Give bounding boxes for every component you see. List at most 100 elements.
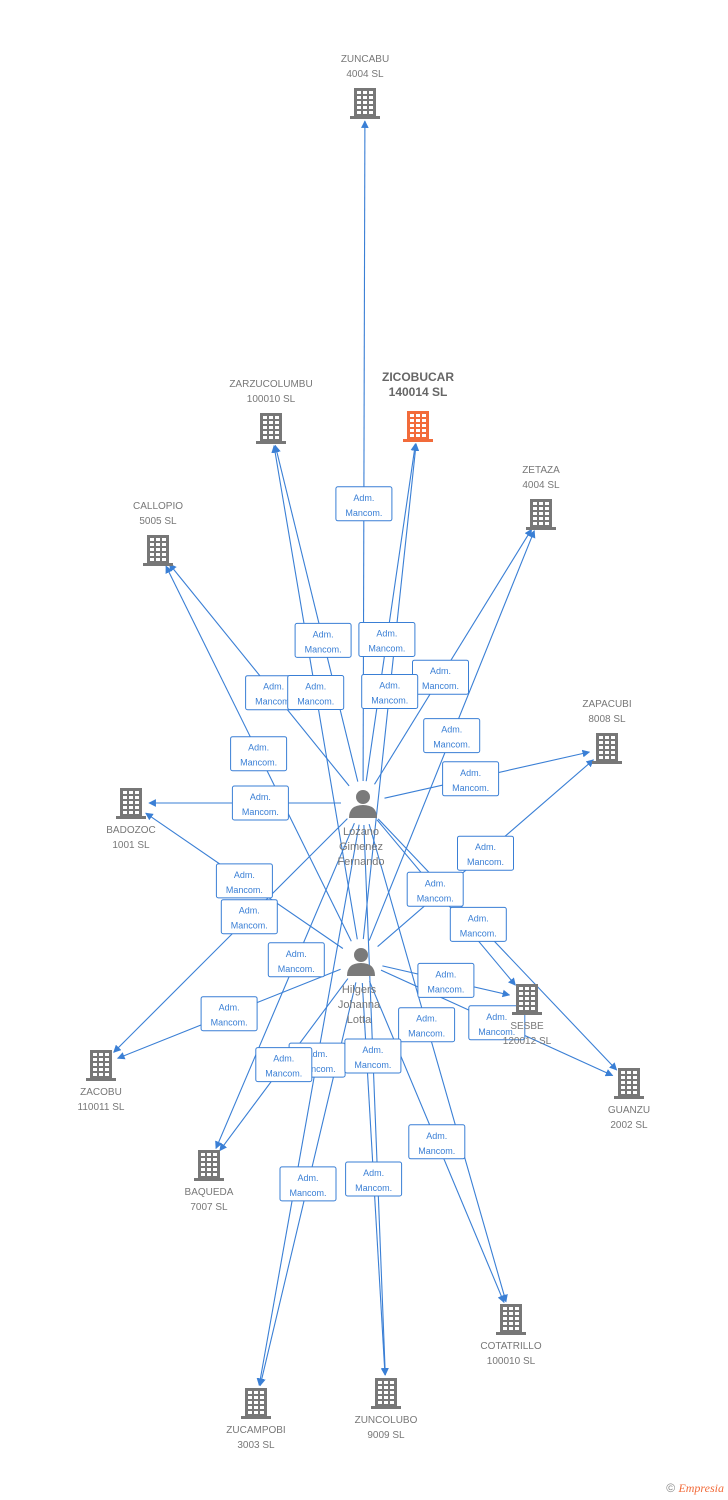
edge-label-role: Adm. <box>353 493 374 503</box>
company-suffix: 3003 SL <box>237 1440 275 1451</box>
edge-label-hilgers-callopio[interactable]: Adm.Mancom. <box>230 736 288 772</box>
company-name: ZAPACUBI <box>582 699 631 710</box>
edge-label-lozano-zetaza[interactable]: Adm.Mancom. <box>412 659 469 695</box>
edge-label-hilgers-zapacubi[interactable]: Adm.Mancom. <box>457 835 514 871</box>
edge-label-role: Adm. <box>426 1131 447 1141</box>
company-name: GUANZU <box>608 1105 650 1116</box>
person-name-line: Fernando <box>337 856 384 868</box>
edge-label-lozano-zacobu[interactable]: Adm. Mancom. <box>220 899 278 935</box>
edge-label-lozano-zicobucar[interactable]: Adm.Mancom. <box>358 622 416 657</box>
edge-label-lozano-baqueda[interactable]: Adm.Mancom. <box>267 942 325 978</box>
company-suffix: 120012 SL <box>503 1036 552 1047</box>
building-icon <box>496 1304 526 1335</box>
edge-label-role-type: Mancom. <box>433 740 470 750</box>
edge-label-lozano-zarzucolumbu[interactable]: Adm.Mancom. <box>294 622 352 658</box>
edge-label-box <box>335 486 393 522</box>
company-node-zucampobi[interactable]: ZUCAMPOBI 3003 SL <box>226 1388 286 1451</box>
company-name: SESBE <box>510 1021 544 1032</box>
edge-label-box <box>255 1047 313 1083</box>
company-suffix: 100010 SL <box>487 1356 536 1367</box>
edge-label-role: Adm. <box>475 842 496 852</box>
edge-label-lozano-zuncolubo[interactable]: Adm. Mancom. <box>344 1038 402 1074</box>
company-suffix: 4004 SL <box>522 480 560 491</box>
company-name: BAQUEDA <box>185 1187 234 1198</box>
edge-lozano-zuncolubo <box>363 824 389 1376</box>
edge-label-role: Adm. <box>362 1045 383 1055</box>
person-name-line: Gimenez <box>339 841 383 853</box>
company-name: ZETAZA <box>522 465 560 476</box>
company-suffix: 5005 SL <box>139 516 177 527</box>
edge-label-hilgers-zucampobi[interactable]: Adm.Mancom. <box>279 1166 337 1202</box>
edge-lozano-zuncabu <box>361 120 369 782</box>
edge-label-role-type: Mancom. <box>418 1146 455 1156</box>
footer-brand[interactable]: © Empresia <box>666 1481 724 1496</box>
edge-label-lozano-badozoc[interactable]: Adm.Mancom. <box>231 785 289 821</box>
edge-lozano-guanzu <box>377 818 618 1071</box>
edge-label-role: Adm. <box>376 629 397 639</box>
company-name: ZUCAMPOBI <box>226 1425 285 1436</box>
edge-label-box <box>358 622 416 657</box>
edge-label-role-type: Mancom. <box>371 696 408 706</box>
edge-label-lozano-zuncabu[interactable]: Adm.Mancom. <box>335 486 393 522</box>
edge-label-role-type: Mancom. <box>408 1029 445 1039</box>
edge-label-hilgers-zicobucar[interactable]: Adm.Mancom. <box>361 674 419 709</box>
edge-label-role-type: Mancom. <box>226 885 263 895</box>
edge-label-role: Adm. <box>297 1173 318 1183</box>
edge-label-role: Adm. <box>441 725 462 735</box>
edge-label-role: Adm. <box>286 949 307 959</box>
edge-lozano-zarzucolumbu <box>273 444 359 782</box>
edge-label-hilgers-zarzucolumbu[interactable]: Adm.Mancom. <box>287 675 345 710</box>
edge-label-hilgers-zuncolubo[interactable]: Adm.Mancom. <box>345 1161 403 1197</box>
edge-label-box <box>294 622 352 658</box>
building-icon <box>143 535 173 566</box>
edge-label-box <box>417 962 475 998</box>
edge-lozano-zacobu <box>113 818 348 1053</box>
edge-label-role-type: Mancom. <box>211 1018 248 1028</box>
company-node-sesbe[interactable]: SESBE 120012 SL <box>503 984 552 1047</box>
company-suffix: 100010 SL <box>247 394 296 405</box>
company-node-zetaza[interactable]: ZETAZA 4004 SL <box>522 465 560 530</box>
company-name: COTATRILLO <box>480 1341 542 1352</box>
building-icon <box>592 733 622 764</box>
edge-label-box <box>279 1166 337 1202</box>
edge-label-role-type: Mancom. <box>354 1060 391 1070</box>
edge-label-role-type: Mancom. <box>242 807 279 817</box>
edge-label-role: Adm. <box>248 743 269 753</box>
edge-lozano-zucampobi <box>256 824 360 1387</box>
edge-label-hilgers-zetaza[interactable]: Adm. Mancom. <box>423 718 481 754</box>
edge-label-role: Adm. <box>416 1014 437 1024</box>
edge-label-lozano-cotatrillo[interactable]: Adm. Mancom. <box>398 1007 456 1043</box>
person-icon <box>349 790 377 818</box>
company-node-cotatrillo[interactable]: COTATRILLO 100010 SL <box>480 1304 542 1367</box>
edge-label-hilgers-zacobu[interactable]: Adm.Mancom. <box>200 996 258 1032</box>
edge-label-box <box>423 718 481 754</box>
company-name: ZUNCOLUBO <box>355 1415 418 1426</box>
edge-label-hilgers-badozoc[interactable]: Adm.Mancom. <box>215 863 273 899</box>
company-suffix: 140014 SL <box>389 385 448 399</box>
edge-label-role-type: Mancom. <box>299 1064 336 1074</box>
edge-label-box <box>442 761 500 797</box>
edge-label-role: Adm. <box>460 768 481 778</box>
edge-label-lozano-sesbe[interactable]: Adm.Mancom. <box>406 871 464 907</box>
edge-label-lozano-guanzu[interactable]: Adm.Mancom. <box>449 906 507 942</box>
edge-label-hilgers-baqueda[interactable]: Adm.Mancom. <box>255 1047 313 1083</box>
edge-label-role: Adm. <box>239 906 260 916</box>
edge-label-hilgers-sesbe[interactable]: Adm.Mancom. <box>417 962 475 998</box>
person-name-line: Lotta <box>347 1014 372 1026</box>
edge-label-hilgers-cotatrillo[interactable]: Adm. Mancom. <box>408 1124 466 1160</box>
edge-label-hilgers-guanzu[interactable]: Adm.Mancom. <box>468 1005 526 1041</box>
edge-label-lozano-zapacubi[interactable]: Adm.Mancom. <box>442 761 500 797</box>
edge-label-role-type: Mancom. <box>231 921 268 931</box>
